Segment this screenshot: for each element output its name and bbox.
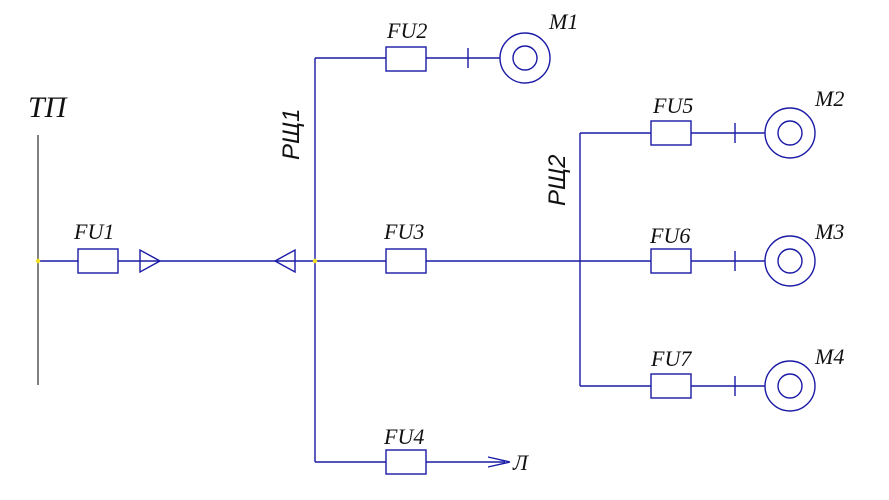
motor-m1-icon xyxy=(499,32,551,84)
fuse-fu4-label: FU4 xyxy=(384,424,425,449)
fuse-fu2 xyxy=(385,46,427,72)
lighting-label: Л xyxy=(513,450,528,475)
lighting-arrow-icon xyxy=(487,456,511,468)
fuse-fu3 xyxy=(385,248,427,274)
fuse-fu5 xyxy=(650,120,692,146)
cable-end-arrow-left xyxy=(273,248,296,274)
fuse-fu6 xyxy=(650,248,692,274)
fuse-fu7-label: FU7 xyxy=(651,346,692,371)
fuse-fu1 xyxy=(77,248,119,274)
fuse-fu4 xyxy=(385,449,427,475)
junction-node-rshch1 xyxy=(312,258,318,264)
motor-m2-icon xyxy=(764,107,816,159)
motor-m4-icon xyxy=(764,360,816,412)
cable-end-arrow-right xyxy=(139,248,162,274)
motor-m2-label: M2 xyxy=(815,86,845,111)
motor-m3-icon xyxy=(764,235,816,287)
fuse-fu1-label: FU1 xyxy=(74,219,115,244)
motor-m3-label: M3 xyxy=(815,219,845,244)
fuse-fu7 xyxy=(650,373,692,399)
fuse-fu5-label: FU5 xyxy=(653,93,694,118)
fuse-fu6-label: FU6 xyxy=(650,223,691,248)
substation-label: ТП xyxy=(28,91,67,124)
fuse-fu3-label: FU3 xyxy=(384,219,425,244)
motor-m4-label: M4 xyxy=(815,344,845,369)
junction-node-substation xyxy=(35,258,41,264)
panel-rshch2-label: РЩ2 xyxy=(544,154,571,206)
panel-rshch1-label: РЩ1 xyxy=(278,108,305,160)
motor-m1-label: M1 xyxy=(549,9,579,34)
fuse-fu2-label: FU2 xyxy=(387,18,428,43)
